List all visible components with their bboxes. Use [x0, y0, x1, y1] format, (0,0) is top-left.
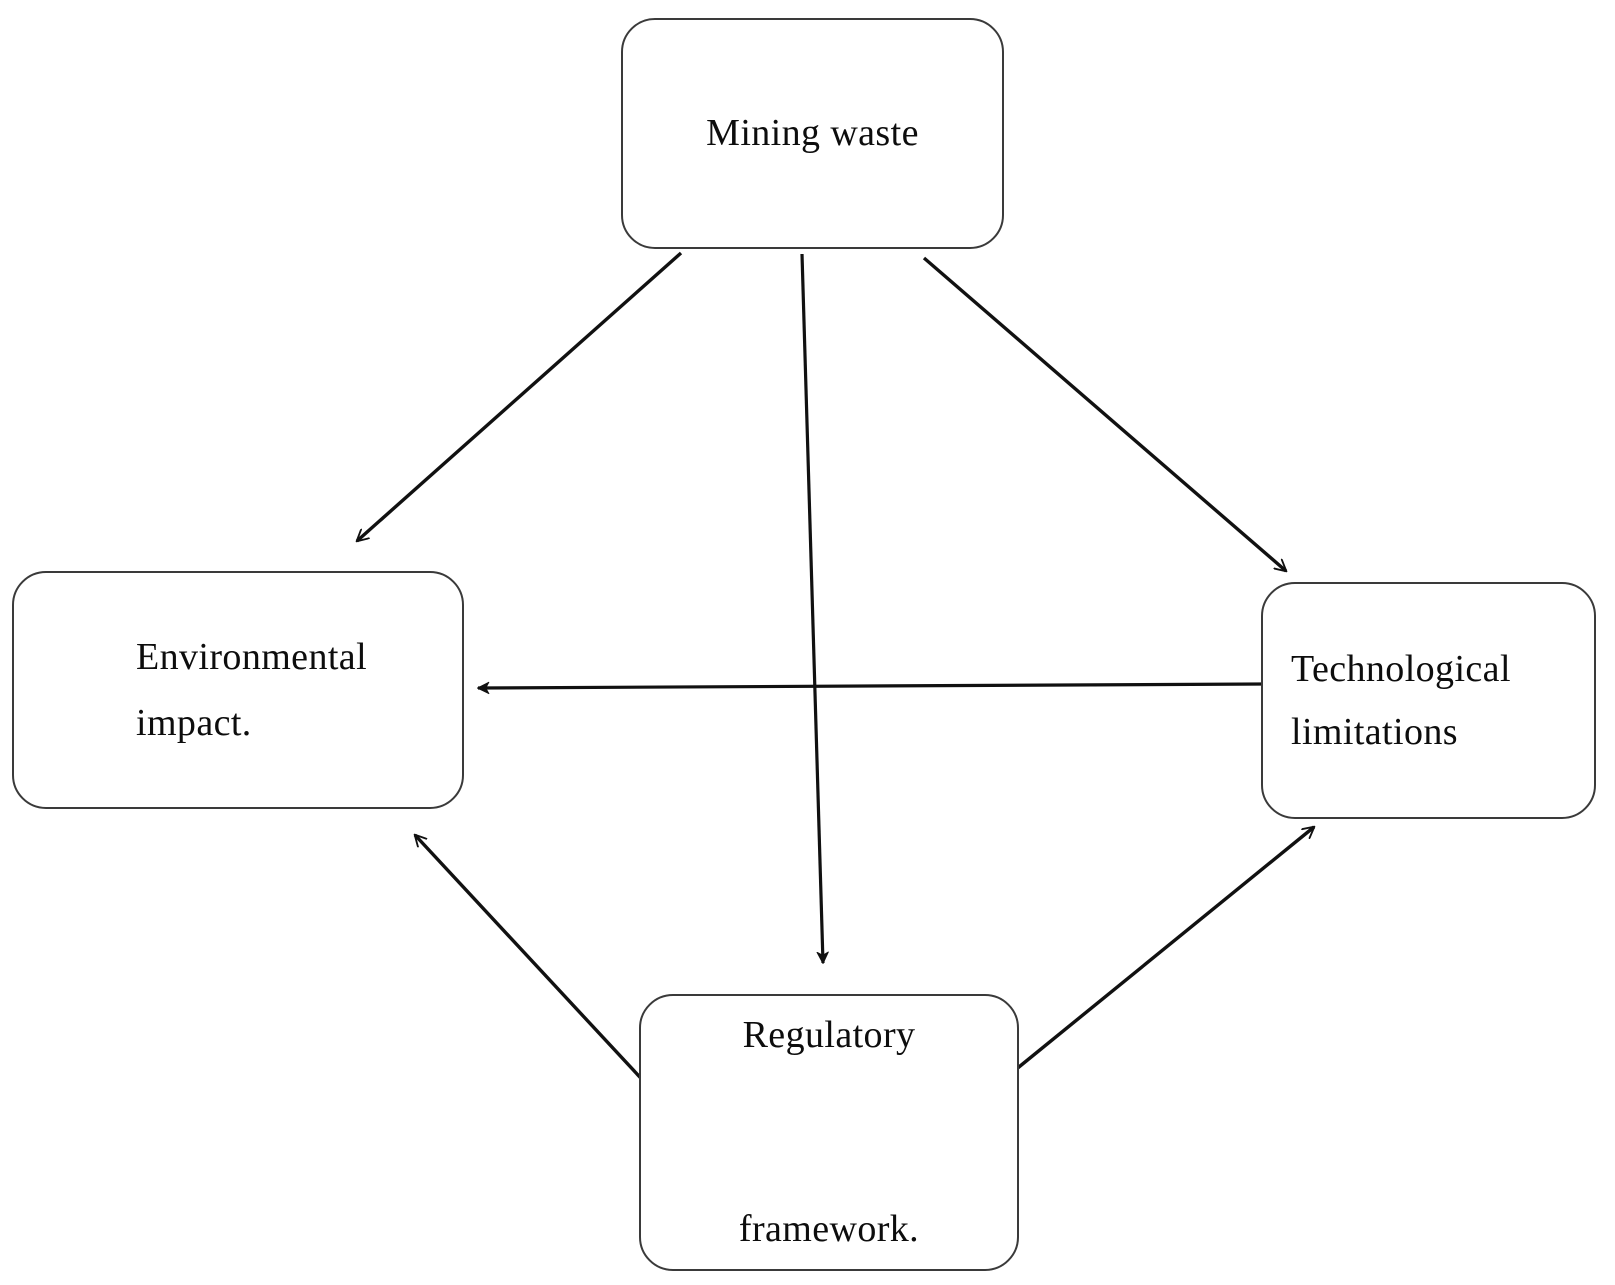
- edge-mining-waste-to-technological-limitations: [922, 256, 1286, 573]
- node-technological-limitations-label: Technological limitations: [1291, 647, 1511, 753]
- node-mining-waste[interactable]: Mining waste: [621, 18, 1004, 249]
- edge-mining-waste-to-environmental-impact: [357, 251, 683, 541]
- node-regulatory-framework[interactable]: Regulatory framework.: [639, 994, 1019, 1271]
- node-mining-waste-label: Mining waste: [706, 111, 919, 154]
- node-environmental-impact[interactable]: Environmental impact.: [12, 571, 464, 809]
- node-regulatory-framework-label: Regulatory framework.: [738, 1014, 920, 1250]
- node-technological-limitations[interactable]: Technological limitations: [1261, 582, 1596, 819]
- edge-regulatory-framework-to-environmental-impact: [415, 835, 652, 1090]
- edge-technological-limitations-to-environmental-impact: [476, 681, 1265, 695]
- node-environmental-impact-label: Environmental impact.: [136, 635, 368, 745]
- edge-mining-waste-to-regulatory-framework: [800, 253, 829, 965]
- edge-regulatory-framework-to-technological-limitations: [1012, 825, 1314, 1073]
